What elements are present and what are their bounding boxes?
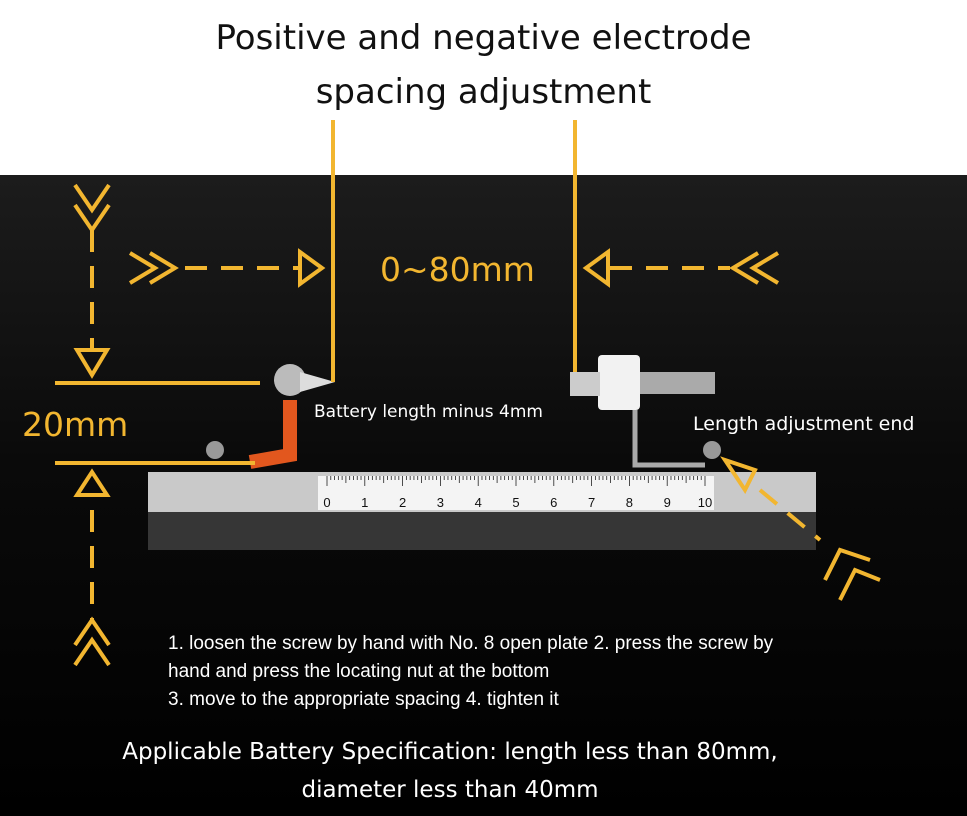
screw bbox=[206, 441, 224, 459]
ruler-tick-label: 5 bbox=[512, 495, 519, 510]
ruler-ticks: 0 1 2 3 4 5 6 7 8 9 10 bbox=[323, 476, 712, 510]
ruler-tick-label: 8 bbox=[626, 495, 633, 510]
dimension-guides bbox=[55, 120, 881, 667]
instruction-steps: 1. loosen the screw by hand with No. 8 o… bbox=[168, 630, 868, 714]
battery-specification: Applicable Battery Specification: length… bbox=[60, 733, 840, 809]
ruler-tick-label: 7 bbox=[588, 495, 595, 510]
negative-electrode-insulator bbox=[598, 355, 640, 410]
negative-electrode-bolt bbox=[640, 372, 715, 394]
length-adjustment-label: Length adjustment end bbox=[693, 413, 915, 435]
ruler-tick-label: 6 bbox=[550, 495, 557, 510]
spec-line-2: diameter less than 40mm bbox=[301, 777, 599, 803]
positive-electrode-bracket bbox=[248, 400, 297, 469]
negative-electrode-bracket bbox=[632, 410, 705, 468]
ruler-tick-label: 0 bbox=[323, 495, 330, 510]
ruler-tick-label: 1 bbox=[361, 495, 368, 510]
step-line-2: hand and press the locating nut at the b… bbox=[168, 661, 550, 682]
battery-length-label: Battery length minus 4mm bbox=[314, 402, 543, 422]
ruler-tick-label: 9 bbox=[664, 495, 671, 510]
ruler-tick-label: 2 bbox=[399, 495, 406, 510]
negative-electrode-tip bbox=[570, 372, 600, 396]
spacing-range-label: 0~80mm bbox=[380, 250, 535, 289]
spec-line-1: Applicable Battery Specification: length… bbox=[122, 739, 778, 765]
positive-electrode-tip bbox=[300, 372, 335, 392]
title-line-1: Positive and negative electrode bbox=[215, 18, 752, 58]
screw bbox=[703, 441, 721, 459]
ruler-tick-label: 3 bbox=[437, 495, 444, 510]
height-label: 20mm bbox=[22, 405, 129, 444]
step-line-1: 1. loosen the screw by hand with No. 8 o… bbox=[168, 633, 774, 654]
ruler-tick-label: 10 bbox=[698, 495, 712, 510]
positive-electrode-nut bbox=[274, 364, 306, 396]
title-line-2: spacing adjustment bbox=[315, 72, 652, 112]
ruler-tick-label: 4 bbox=[475, 495, 482, 510]
step-line-3: 3. move to the appropriate spacing 4. ti… bbox=[168, 689, 559, 710]
rail-reflection bbox=[148, 512, 816, 550]
